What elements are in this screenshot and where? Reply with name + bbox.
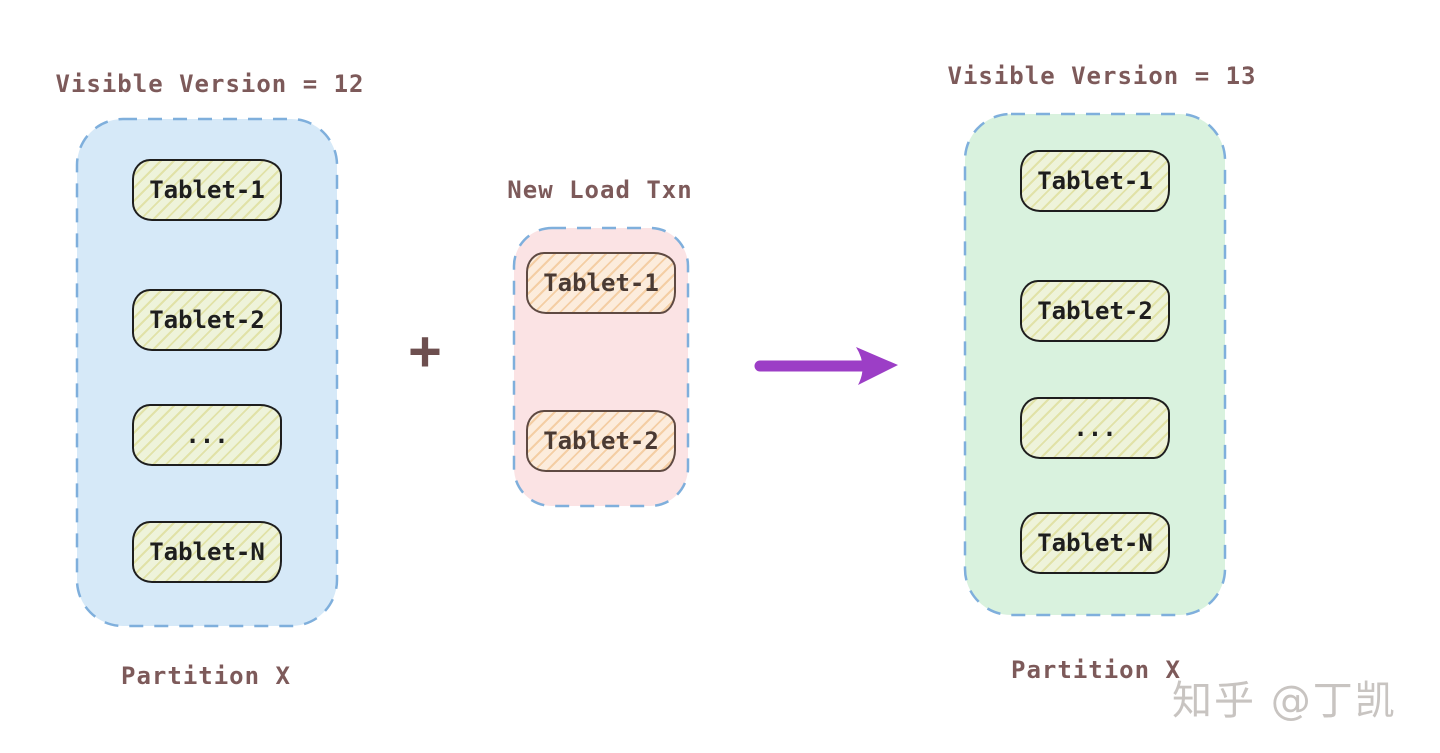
right-partition-caption: Partition X (1011, 656, 1181, 684)
tablet-box: Tablet-2 (526, 410, 676, 472)
load-txn-title: New Load Txn (507, 176, 693, 204)
transition-arrow (752, 344, 902, 392)
zhihu-watermark: 知乎 @丁凯 (1172, 678, 1397, 724)
left-container-outline-icon (75, 117, 339, 628)
tablet-box: Tablet-N (132, 521, 282, 583)
left-partition-caption: Partition X (121, 662, 291, 690)
tablet-box-ellipsis: ... (132, 404, 282, 466)
plus-operator: + (408, 319, 442, 382)
right-panel-title: Visible Version = 13 (947, 62, 1257, 90)
tablet-box: Tablet-1 (132, 159, 282, 221)
tablet-box: Tablet-2 (1020, 280, 1170, 342)
right-partition-container: Tablet-1 Tablet-2 ... Tablet-N (963, 112, 1227, 617)
left-partition-container: Tablet-1 Tablet-2 ... Tablet-N (75, 117, 339, 628)
right-container-outline-icon (963, 112, 1227, 617)
tablet-box: Tablet-1 (1020, 150, 1170, 212)
arrow-right-icon (754, 347, 898, 385)
load-txn-container: Tablet-1 Tablet-2 (512, 226, 690, 508)
tablet-box: Tablet-1 (526, 252, 676, 314)
tablet-box: Tablet-N (1020, 512, 1170, 574)
tablet-box-ellipsis: ... (1020, 397, 1170, 459)
tablet-box: Tablet-2 (132, 289, 282, 351)
left-panel-title: Visible Version = 12 (55, 70, 365, 98)
